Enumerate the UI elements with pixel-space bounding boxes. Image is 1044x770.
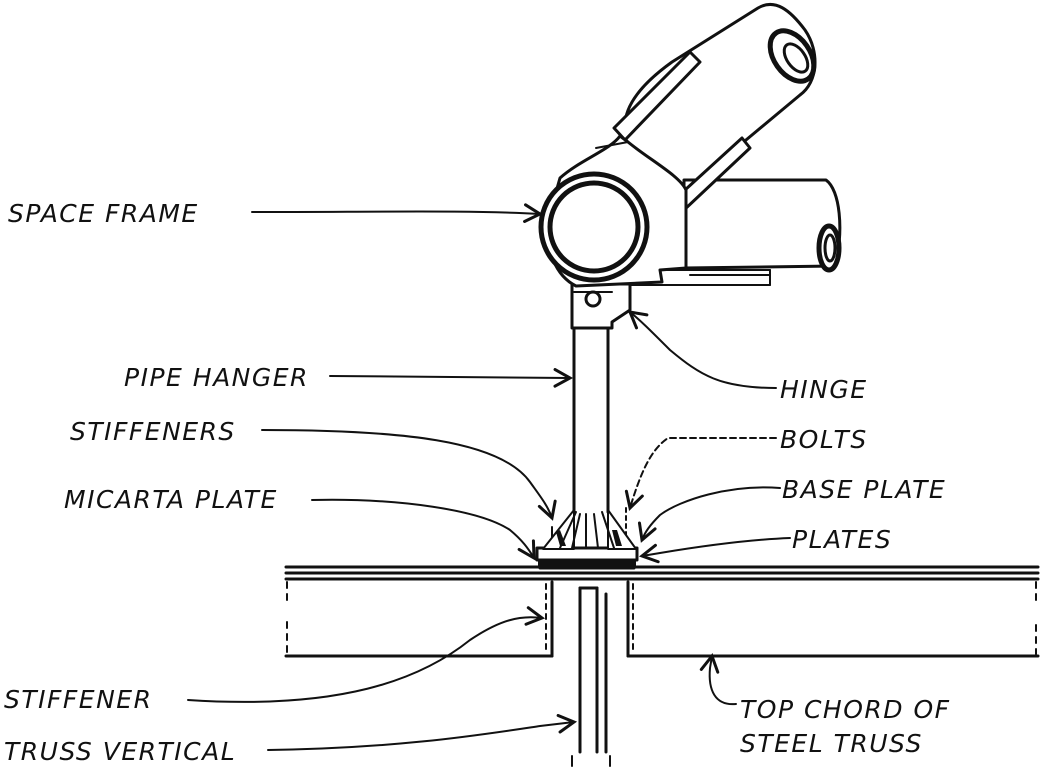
label-bolts: BOLTS <box>780 425 868 454</box>
top-chord-beam <box>284 565 1040 658</box>
truss-vertical <box>545 580 634 767</box>
label-micarta-plate: MICARTA PLATE <box>64 485 278 514</box>
stiffeners <box>542 509 637 550</box>
label-base-plate: BASE PLATE <box>782 475 946 504</box>
label-plates: PLATES <box>792 525 892 554</box>
space-frame-node <box>538 2 842 288</box>
label-top-chord-line1: TOP CHORD OF <box>740 695 951 724</box>
label-top-chord-line2: STEEL TRUSS <box>740 729 923 758</box>
label-stiffeners: STIFFENERS <box>70 417 236 446</box>
leader-lines <box>187 203 791 751</box>
label-stiffener: STIFFENER <box>4 685 152 714</box>
label-space-frame: SPACE FRAME <box>8 199 199 228</box>
hinge <box>570 282 632 330</box>
label-pipe-hanger: PIPE HANGER <box>124 363 309 392</box>
label-truss-vertical: TRUSS VERTICAL <box>4 737 236 766</box>
pipe-hanger <box>572 326 610 514</box>
labels: SPACE FRAME PIPE HANGER HINGE STIFFENERS… <box>4 199 951 766</box>
label-hinge: HINGE <box>780 375 868 404</box>
